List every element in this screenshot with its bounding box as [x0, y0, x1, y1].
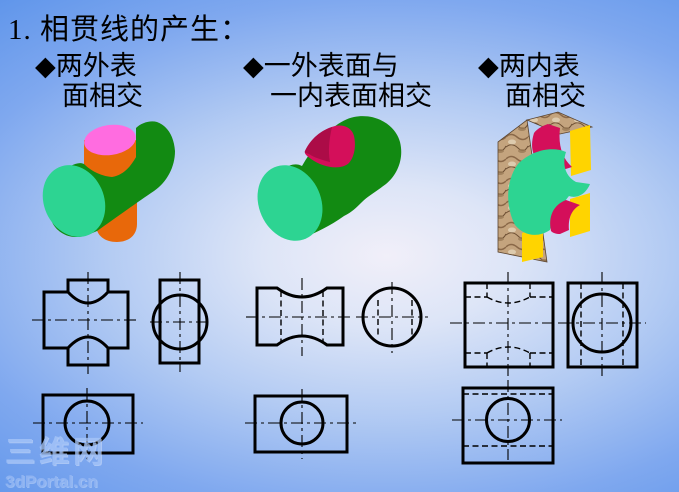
orthographic-views-two-internal — [450, 272, 646, 465]
watermark: 三维网 3dPortal.cn — [5, 427, 107, 492]
top-view-outline — [41, 393, 135, 455]
watermark-site-url: 3dPortal.cn — [5, 472, 98, 491]
vertical-hole-wall-bottom — [550, 200, 580, 234]
cut-face-bottom-right — [570, 193, 590, 237]
vertical-cylinder-top-face — [84, 124, 136, 156]
figure-3d-two-external-surfaces — [42, 121, 175, 242]
heading-line-1: ◆两内表 — [478, 51, 580, 81]
front-view-outline — [42, 278, 130, 367]
front-view-outline — [255, 286, 345, 347]
figure-3d-external-internal-surfaces — [257, 116, 402, 241]
column-heading-external-internal-surface: ◆一外表面与 一内表面相交 — [243, 51, 432, 111]
heading-line-2: 面相交 — [505, 81, 586, 111]
heading-line-1: ◆两外表 — [35, 51, 137, 81]
cut-face-bottom-left — [522, 227, 543, 262]
top-view-outline — [253, 394, 349, 454]
orthographic-views-two-external — [32, 272, 212, 460]
horizontal-cylinder-end-face — [42, 165, 106, 237]
slide-title: 1. 相贯线的产生： — [8, 14, 251, 46]
horizontal-hole-wall — [508, 149, 590, 235]
hole-inner-wall-shadow — [304, 127, 332, 162]
column-heading-two-internal-surfaces: ◆两内表 面相交 — [478, 51, 586, 111]
orthographic-views-external-internal — [245, 278, 428, 459]
heading-line-2: 一内表面相交 — [270, 81, 432, 111]
cut-face-top-right — [570, 125, 591, 176]
cylinder-end-face — [257, 165, 323, 241]
heading-line-1: ◆一外表面与 — [243, 51, 399, 81]
watermark-site-name: 三维网 — [5, 436, 107, 469]
column-heading-two-external-surfaces: ◆两外表 面相交 — [35, 51, 143, 111]
heading-line-2: 面相交 — [62, 81, 143, 111]
front-view-outline — [463, 281, 555, 369]
figure-3d-two-internal-surfaces — [497, 111, 594, 263]
